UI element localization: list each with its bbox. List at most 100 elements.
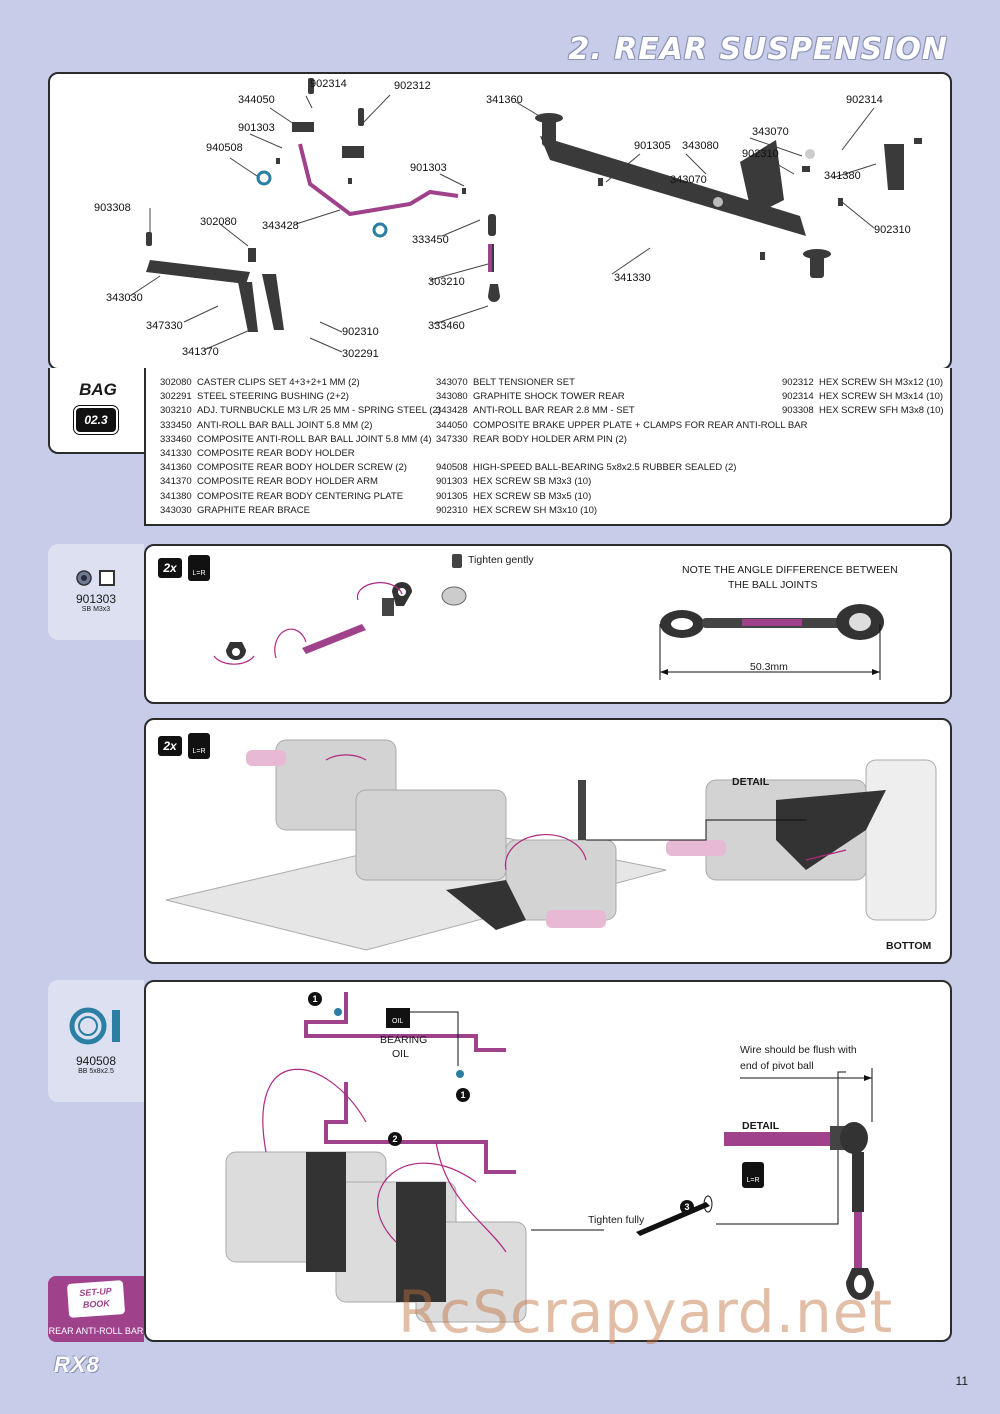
hardware-code: 940508 — [75, 1054, 117, 1068]
parts-row: 303210 ADJ. TURNBUCKLE M3 L/R 25 MM - SPR… — [160, 404, 441, 418]
part-name: HIGH-SPEED BALL-BEARING 5x8x2.5 RUBBER S… — [473, 462, 737, 474]
exploded-view-panel: 902314 902312 344050 901303 940508 90130… — [48, 72, 952, 370]
part-name: COMPOSITE BRAKE UPPER PLATE + CLAMPS FOR… — [473, 419, 808, 431]
setup-book-icon: SET-UP BOOK — [66, 1280, 126, 1318]
part-name: COMPOSITE REAR BODY CENTERING PLATE — [197, 490, 404, 502]
part-label: 343030 — [106, 292, 143, 304]
angle-note-line-2: THE BALL JOINTS — [728, 579, 818, 591]
part-name: HEX SCREW SH M3x12 (10) — [819, 377, 944, 388]
part-label: 903308 — [94, 202, 131, 214]
part-label: 901305 — [634, 140, 671, 152]
part-code: 341370 — [160, 476, 192, 488]
bearing-oil-line-2: OIL — [392, 1048, 409, 1060]
part-label: 902314 — [310, 78, 347, 90]
part-name: COMPOSITE ANTI-ROLL BAR BALL JOINT 5.8 M… — [197, 433, 432, 445]
part-name: GRAPHITE REAR BRACE — [197, 504, 310, 516]
left-right-badge: L=R — [188, 555, 210, 581]
part-label: 341330 — [614, 272, 651, 284]
part-label: 902314 — [846, 94, 883, 106]
left-right-badge: L=R — [742, 1162, 764, 1188]
part-label: 302291 — [342, 348, 379, 360]
wire-note-line-2: end of pivot ball — [740, 1060, 814, 1072]
part-code: 341380 — [160, 490, 192, 502]
step-number-2: 2 — [388, 1132, 402, 1146]
bearing-oil-line-1: BEARING — [380, 1034, 428, 1046]
part-label: 901303 — [238, 122, 275, 134]
part-label: 940508 — [206, 142, 243, 154]
parts-row: 333460 COMPOSITE ANTI-ROLL BAR BALL JOINT… — [160, 433, 441, 447]
tighten-fully-note: Tighten fully — [588, 1214, 645, 1226]
bag-label: BAG — [79, 380, 117, 399]
part-name: COMPOSITE REAR BODY HOLDER ARM — [197, 476, 378, 488]
part-name: CASTER CLIPS SET 4+3+2+1 MM (2) — [197, 377, 360, 388]
part-label: 341370 — [182, 346, 219, 358]
parts-row: 341370 COMPOSITE REAR BODY HOLDER ARM — [160, 475, 441, 489]
rx8-logo: RX8 — [54, 1352, 100, 1377]
parts-row: 333450 ANTI-ROLL BAR BALL JOINT 5.8 MM (2… — [160, 419, 441, 433]
turnbuckle-assembly-drawing — [213, 554, 467, 665]
detail-label: DETAIL — [742, 1120, 780, 1132]
setup-book-tab[interactable]: SET-UP BOOK REAR ANTI-ROLL BAR — [48, 1276, 144, 1342]
hardware-callout-901303: 901303 SB M3x3 — [48, 544, 144, 640]
part-name: HEX SCREW SB M3x5 (10) — [473, 490, 592, 502]
quantity-badge: 2x — [158, 558, 182, 578]
part-label: 343428 — [262, 220, 299, 232]
part-code: 333450 — [160, 419, 192, 431]
part-code: 940508 — [436, 462, 468, 474]
part-name: BELT TENSIONER SET — [473, 377, 575, 388]
step-number-1a: 1 — [308, 992, 322, 1006]
part-code: 303210 — [160, 405, 192, 417]
part-label: 302080 — [200, 216, 237, 228]
hardware-spec: BB 5x8x2.5 — [78, 1068, 114, 1075]
part-code: 333460 — [160, 433, 192, 445]
bag-box: BAG 02.3 — [48, 368, 144, 454]
part-name: ANTI-ROLL BAR BALL JOINT 5.8 MM (2) — [197, 419, 373, 431]
part-name: COMPOSITE REAR BODY HOLDER SCREW (2) — [197, 462, 407, 474]
part-label: 333460 — [428, 320, 465, 332]
part-name: HEX SCREW SB M3x3 (10) — [473, 476, 592, 488]
part-label: 343070 — [670, 174, 707, 186]
part-name: HEX SCREW SH M3x10 (10) — [473, 504, 598, 516]
part-code: 344050 — [436, 419, 468, 431]
part-label: 343070 — [752, 126, 789, 138]
part-code: 343428 — [436, 405, 468, 417]
anti-roll-bar-drawing — [225, 992, 874, 1323]
part-code: 902314 — [782, 391, 814, 403]
hardware-code: 901303 — [75, 592, 117, 606]
rear-assembly-drawing — [165, 739, 937, 951]
part-code: 902310 — [436, 504, 468, 516]
parts-row: 341380 COMPOSITE REAR BODY CENTERING PLAT… — [160, 490, 441, 504]
part-label: 347330 — [146, 320, 183, 332]
step-number-3: 3 — [680, 1200, 694, 1214]
parts-row: 344050 COMPOSITE BRAKE UPPER PLATE + CLAM… — [436, 419, 807, 433]
tighten-note: Tighten gently — [468, 554, 534, 566]
part-name: GRAPHITE SHOCK TOWER REAR — [473, 391, 625, 403]
part-label: 901303 — [410, 162, 447, 174]
dimension-label: 50.3mm — [750, 661, 788, 673]
part-code: 901305 — [436, 490, 468, 502]
bottom-view-label: BOTTOM — [886, 940, 932, 952]
part-label: 333450 — [412, 234, 449, 246]
part-name: HEX SCREW SFH M3x8 (10) — [819, 405, 944, 417]
oil-tag: OIL — [392, 1018, 404, 1025]
part-code: 902312 — [782, 377, 814, 388]
part-label: 902312 — [394, 80, 431, 92]
parts-row: 902314 HEX SCREW SH M3x14 (10) — [782, 390, 944, 404]
part-name: COMPOSITE REAR BODY HOLDER — [197, 448, 355, 460]
page-title: 2. REAR SUSPENSION — [568, 32, 948, 67]
part-label: 303210 — [428, 276, 465, 288]
part-name: HEX SCREW SH M3x14 (10) — [819, 391, 944, 403]
part-label: 902310 — [874, 224, 911, 236]
part-name: ADJ. TURNBUCKLE M3 L/R 25 MM - SPRING ST… — [197, 405, 441, 417]
